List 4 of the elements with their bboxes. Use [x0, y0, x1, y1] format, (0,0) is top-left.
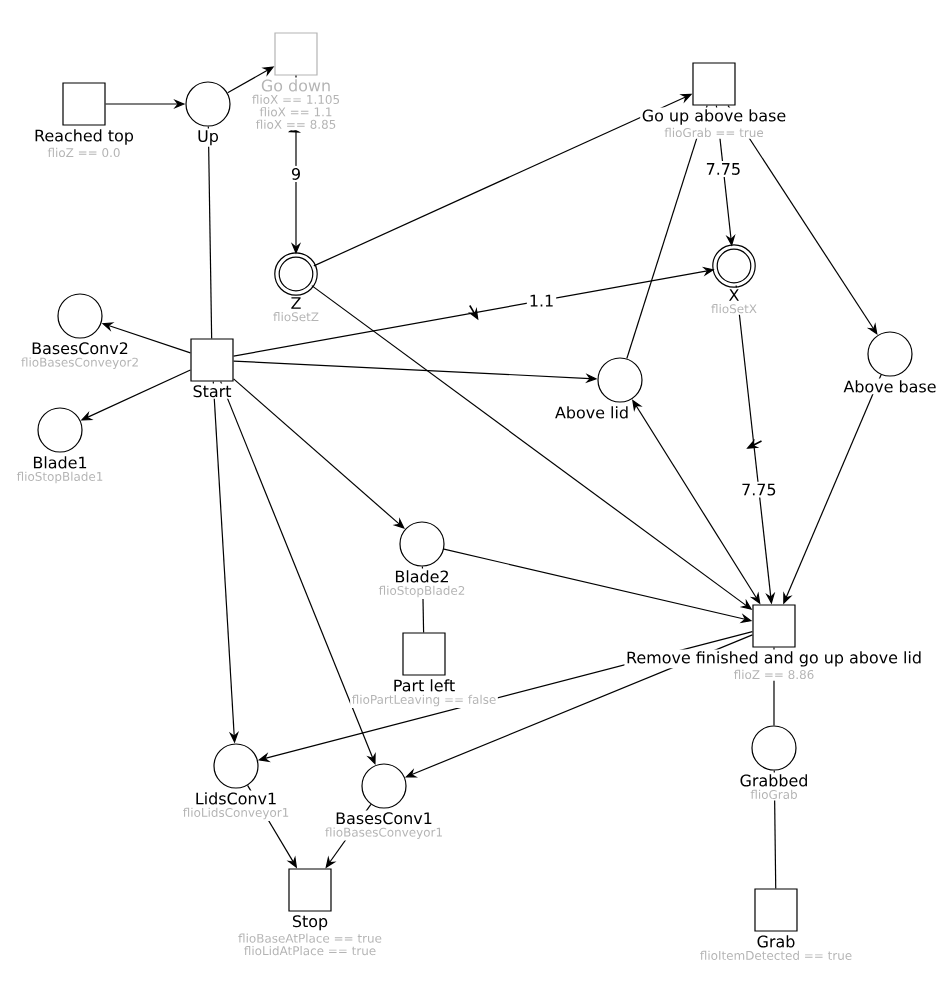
connector-line	[773, 770, 777, 889]
connector-line	[773, 647, 775, 726]
connector-line	[421, 566, 425, 633]
connector-line	[207, 126, 213, 339]
